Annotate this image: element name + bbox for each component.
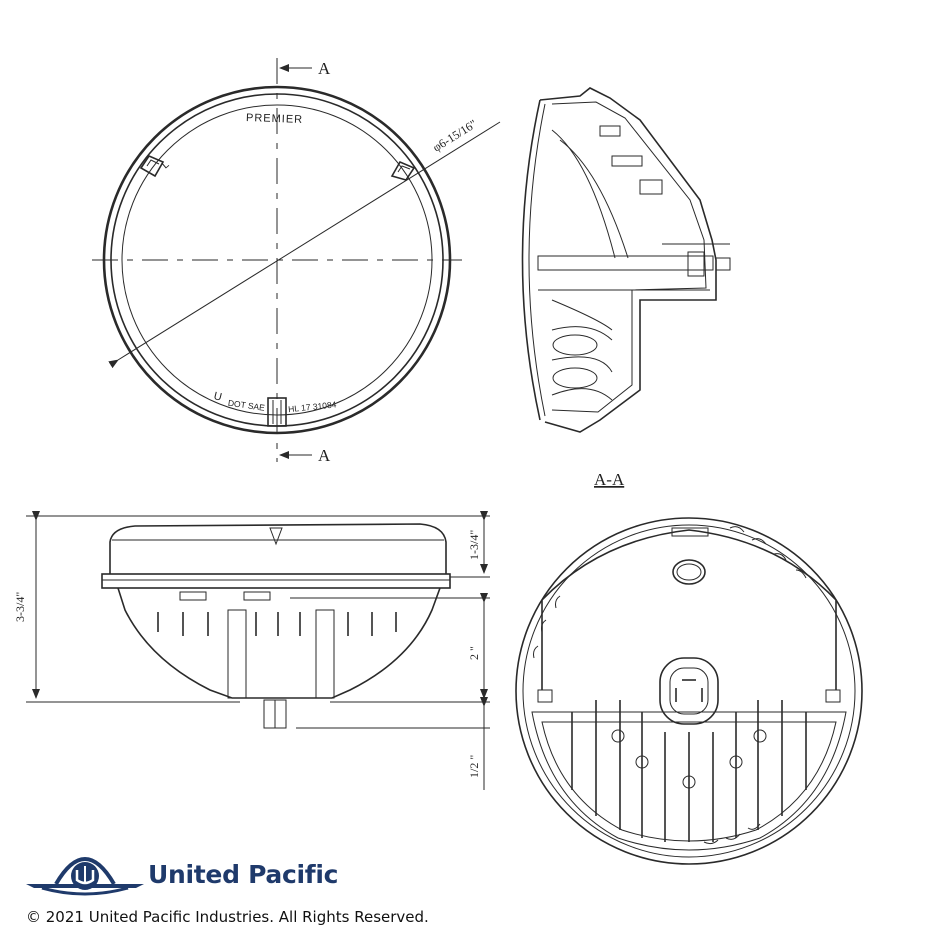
- rear-housing: [541, 529, 837, 690]
- front-view: PREMIER L U DOT SAE HL 17 31084 A A φ6-1…: [92, 58, 501, 465]
- side-lens-dome: [109, 523, 447, 574]
- section-lens: [521, 99, 541, 421]
- rear-cooling-fins: [571, 700, 807, 842]
- diameter-dimension: φ6-15/16": [430, 117, 479, 155]
- marking-hl: HL 17 31084: [288, 399, 337, 414]
- side-rim: [101, 573, 451, 589]
- rear-connector: [659, 657, 719, 725]
- section-label-bottom: A: [318, 446, 331, 465]
- mounting-tab-bottom: [267, 397, 287, 427]
- corner-l-mark: L: [160, 159, 172, 171]
- mounting-tab-right: [390, 160, 416, 181]
- section-label-top: A: [318, 59, 331, 78]
- dim-overall-label: 3-3/4": [13, 592, 27, 622]
- diameter-line: [108, 121, 501, 369]
- mounting-tab-left: [139, 155, 165, 178]
- company-name: United Pacific: [148, 860, 339, 889]
- side-view: 3-3/4" 1-3/4" 2 " 1/2 ": [13, 511, 490, 790]
- brand-text: PREMIER: [246, 112, 304, 126]
- section-caption: A-A: [594, 470, 625, 489]
- side-cooling-fins: [157, 612, 397, 636]
- section-housing: [539, 87, 717, 433]
- dim-terminal-label: 1/2 ": [467, 755, 481, 778]
- side-body: [117, 587, 441, 699]
- rear-view: [515, 517, 863, 865]
- rear-vent: [672, 559, 706, 585]
- marking-u: U: [212, 390, 223, 404]
- section-view: A-A: [521, 87, 731, 489]
- dim-lens-label: 1-3/4": [467, 530, 481, 560]
- dim-body-label: 2 ": [467, 646, 481, 660]
- copyright-notice: © 2021 United Pacific Industries. All Ri…: [26, 908, 429, 926]
- rear-outer-ring: [515, 517, 863, 865]
- company-logo-icon: [26, 857, 144, 896]
- marking-dot: DOT SAE: [227, 398, 266, 413]
